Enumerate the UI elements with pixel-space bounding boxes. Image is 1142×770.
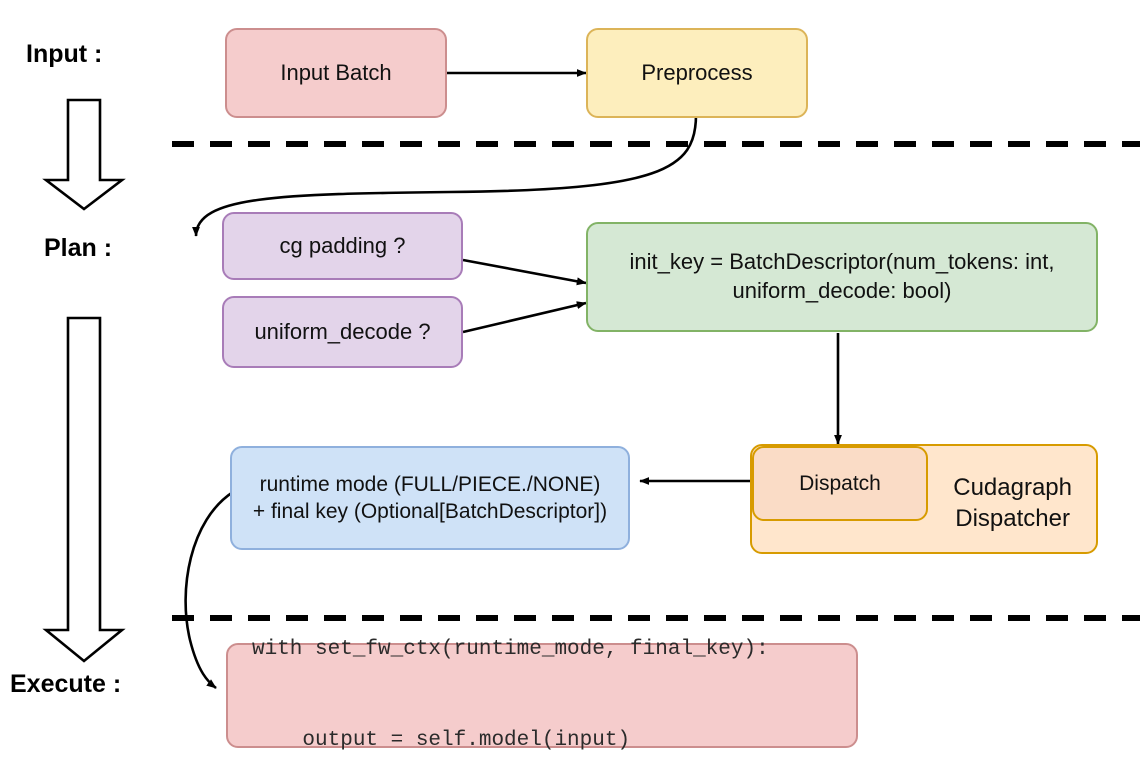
node-execute-code-line2: output = self.model(input) — [252, 728, 631, 752]
stage-label-plan: Plan : — [44, 234, 113, 262]
stage-label-input: Input : — [26, 40, 103, 68]
node-runtime-mode-line1: runtime mode (FULL/PIECE./NONE) — [259, 472, 601, 496]
node-preprocess[interactable]: Preprocess — [586, 28, 808, 118]
node-init-key[interactable]: init_key = BatchDescriptor(num_tokens: i… — [586, 222, 1098, 332]
node-runtime-mode-line2: + final key (Optional[BatchDescriptor]) — [252, 500, 608, 523]
node-runtime-mode-text: runtime mode (FULL/PIECE./NONE) + final … — [253, 471, 607, 526]
node-execute-code-line1: with set_fw_ctx(runtime_mode, final_key)… — [252, 637, 769, 661]
node-input-batch[interactable]: Input Batch — [225, 28, 447, 118]
node-init-key-text: init_key = BatchDescriptor(num_tokens: i… — [630, 248, 1055, 305]
node-init-key-line1: init_key = BatchDescriptor(num_tokens: i… — [629, 249, 1055, 275]
node-dispatch[interactable]: Dispatch — [752, 446, 928, 521]
plan-to-execute-block-arrow — [42, 316, 126, 663]
input-to-plan-block-arrow — [42, 98, 126, 211]
node-uniform-decode[interactable]: uniform_decode ? — [222, 296, 463, 368]
node-execute-code[interactable]: with set_fw_ctx(runtime_mode, final_key)… — [226, 638, 858, 752]
node-init-key-line2: uniform_decode: bool) — [732, 278, 952, 303]
stage-label-execute: Execute : — [10, 670, 122, 698]
node-runtime-mode[interactable]: runtime mode (FULL/PIECE./NONE) + final … — [230, 446, 630, 550]
node-execute-code-text: with set_fw_ctx(runtime_mode, final_key)… — [238, 574, 846, 770]
arrow-uniform-decode-to-init-key — [462, 301, 587, 334]
node-cudagraph-dispatcher-text: Cudagraph Dispatcher — [953, 472, 1072, 534]
arrow-cg-padding-to-init-key — [462, 258, 587, 286]
node-cg-padding[interactable]: cg padding ? — [222, 212, 463, 280]
node-cudagraph-dispatcher-line1: Cudagraph — [953, 474, 1072, 501]
node-cudagraph-dispatcher-line2: Dispatcher — [955, 505, 1070, 533]
